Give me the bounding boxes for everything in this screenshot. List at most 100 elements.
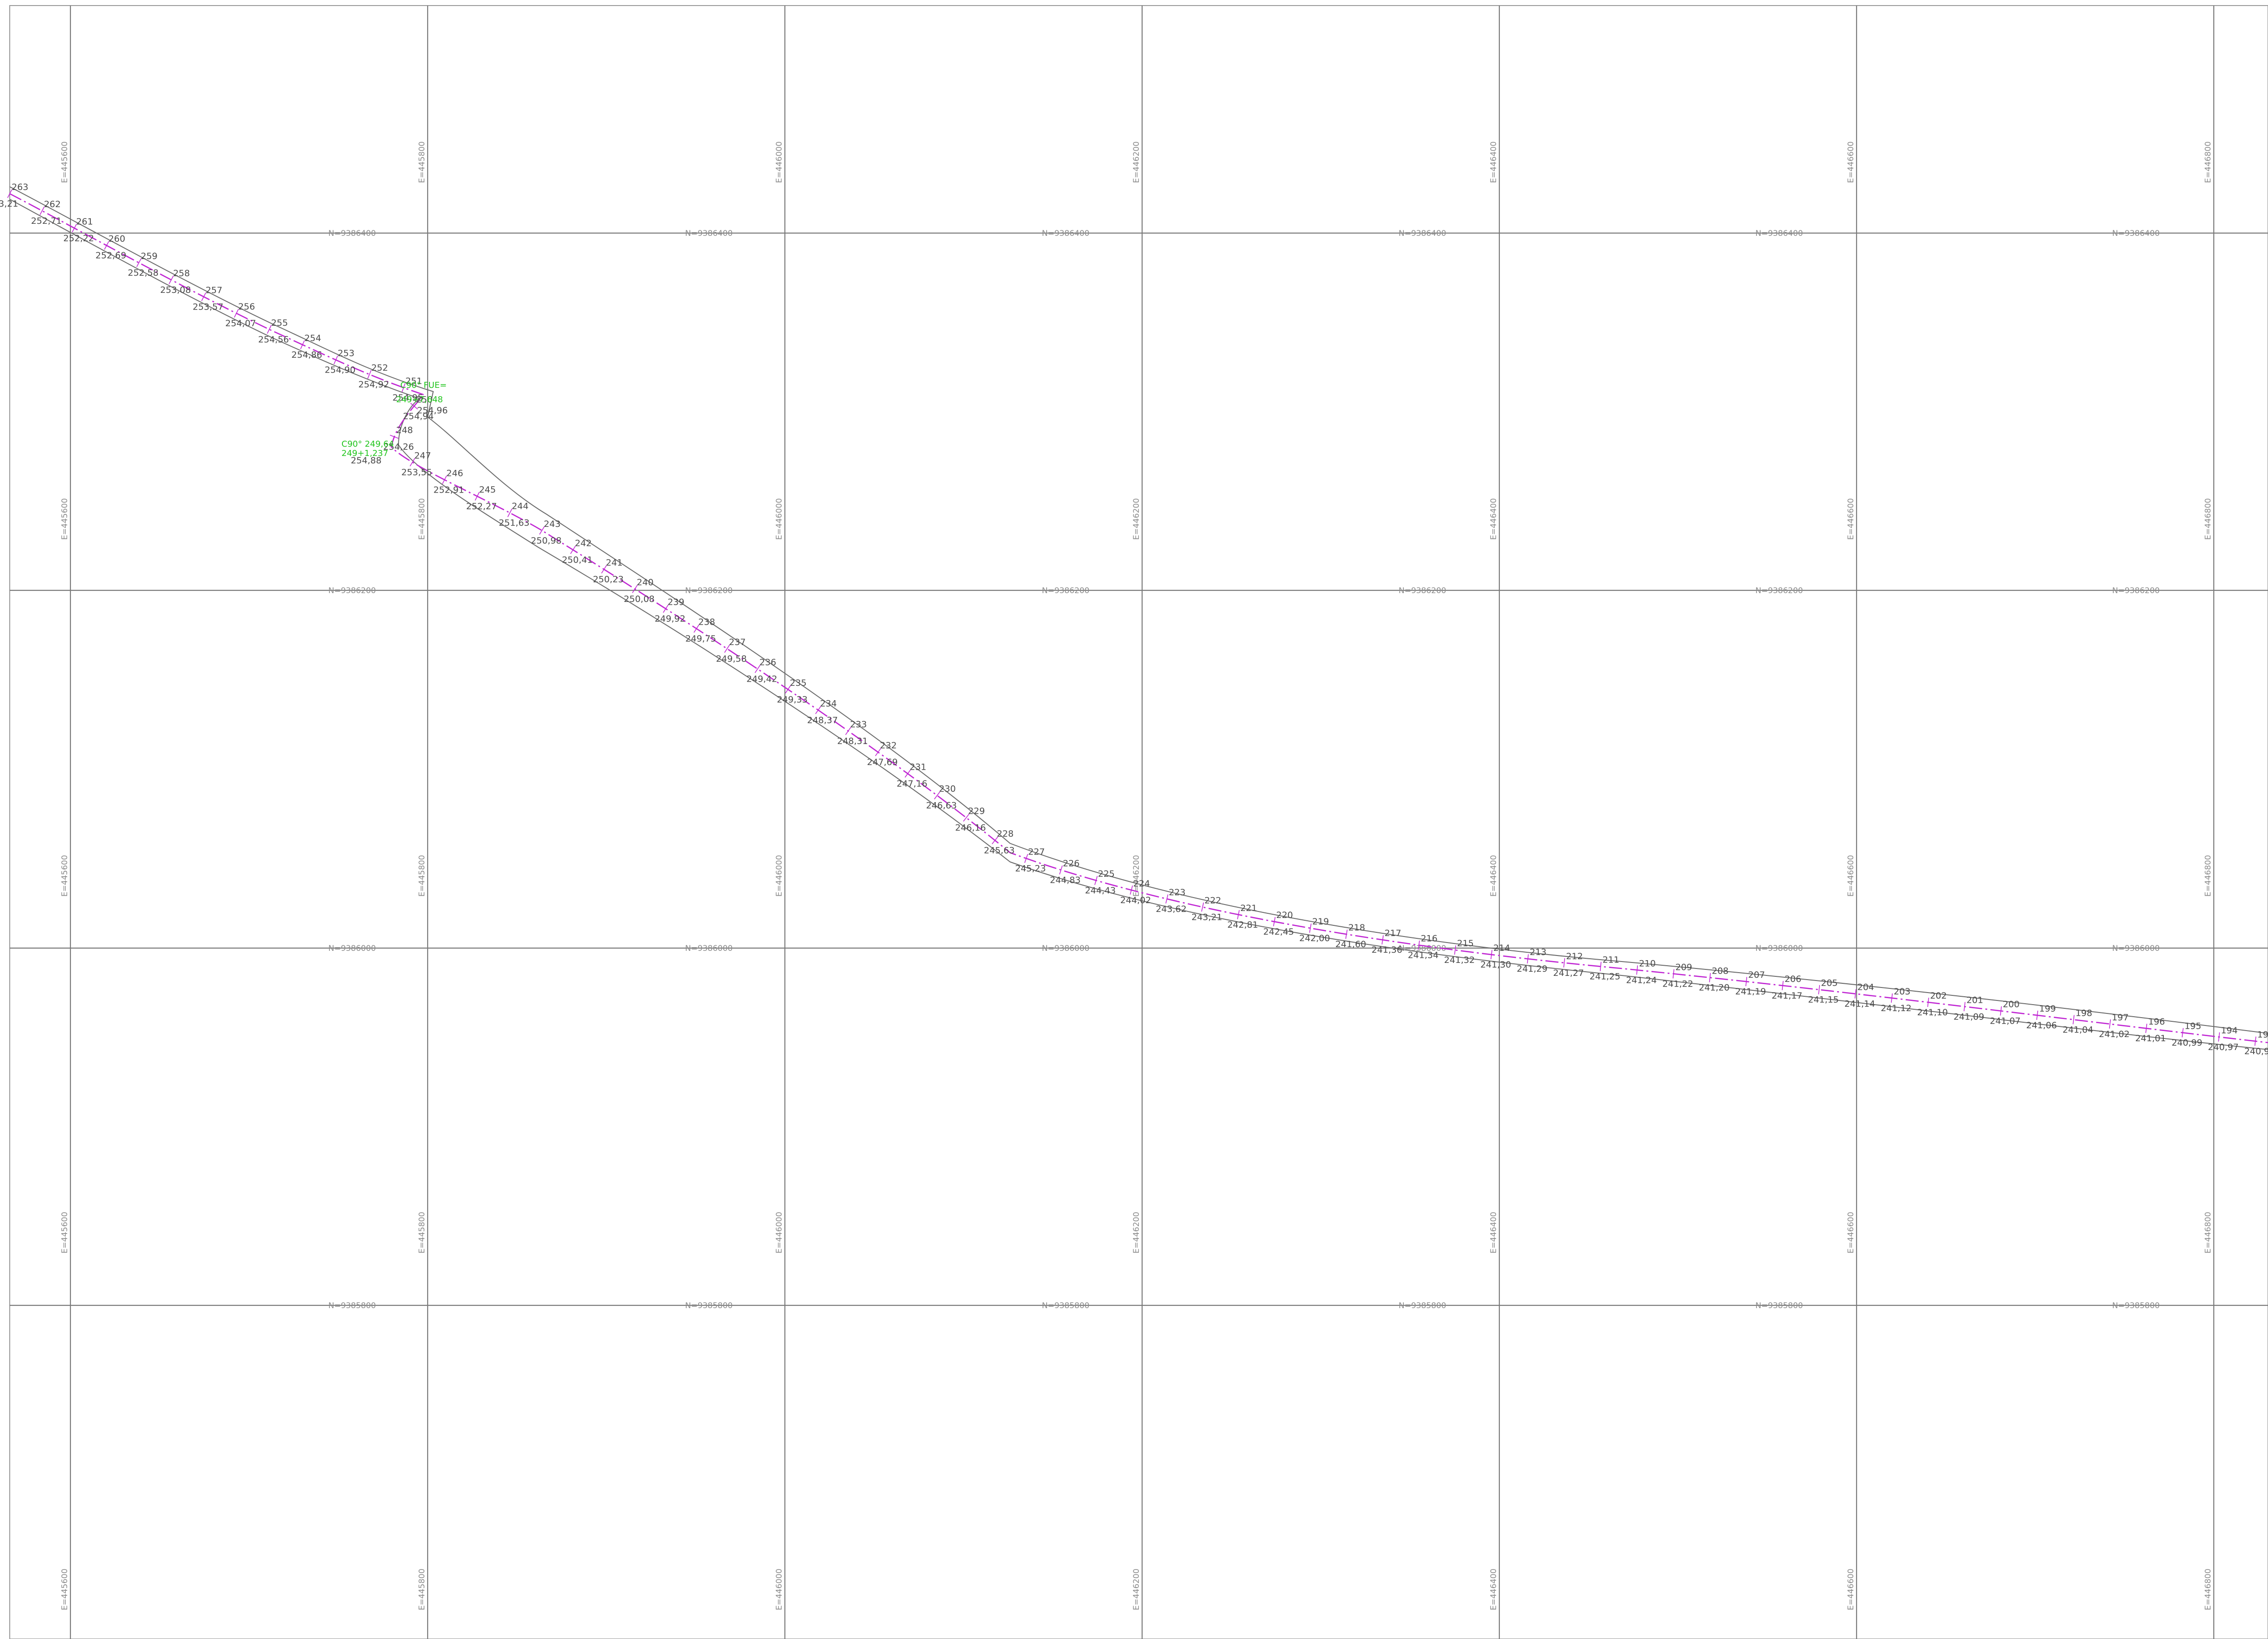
station-elevation: 252,69 <box>95 251 126 261</box>
northing-label: N=9385800 <box>329 1301 376 1310</box>
curve-elevation: 254,96 <box>417 405 448 416</box>
easting-label: E=445600 <box>60 1212 69 1253</box>
station-number: 208 <box>1712 966 1729 976</box>
station-tick <box>1599 962 1602 971</box>
station-elevation: 251,63 <box>499 518 529 528</box>
station-tick <box>390 435 399 439</box>
station-elevation: 243,21 <box>1192 912 1222 922</box>
station-number: 245 <box>479 485 496 495</box>
easting-label: E=446400 <box>1489 141 1498 183</box>
station-number: 228 <box>997 829 1013 839</box>
station-elevation: 250,98 <box>531 536 562 546</box>
station-elevation: 250,23 <box>593 575 624 585</box>
station-tick <box>1201 902 1204 912</box>
station-elevation: 241,19 <box>1735 987 1766 997</box>
station-tick <box>401 383 406 392</box>
station-tick <box>724 645 730 653</box>
road-centerline <box>9 193 2268 1044</box>
station-tick <box>1491 950 1493 960</box>
station-elevation: 248,37 <box>807 715 838 725</box>
station-elevation: 241,10 <box>1917 1007 1948 1018</box>
station-number: 233 <box>850 719 867 729</box>
station-number: 216 <box>1421 934 1437 944</box>
station-tick <box>507 508 512 517</box>
station-tick <box>785 685 791 694</box>
station-elevation: 241,01 <box>2135 1033 2166 1044</box>
station-number: 207 <box>1748 970 1765 980</box>
station-elevation: 244,43 <box>1085 886 1116 896</box>
station-elevation: 250,41 <box>562 555 593 565</box>
easting-label: E=446000 <box>775 141 784 183</box>
station-number: 240 <box>637 577 653 588</box>
station-number: 247 <box>414 451 431 461</box>
station-number: 238 <box>698 617 715 627</box>
station-number: 198 <box>2075 1008 2092 1018</box>
station-elevation: 254,95 <box>392 393 423 403</box>
easting-label: E=446400 <box>1489 498 1498 540</box>
station-elevation: 241,20 <box>1699 983 1730 993</box>
easting-label: E=446200 <box>1132 1212 1141 1253</box>
northing-label: N=9386000 <box>1756 944 1803 953</box>
station-elevation: 249,42 <box>746 674 777 684</box>
station-elevation: 252,27 <box>466 501 497 512</box>
station-tick <box>1964 1002 1966 1012</box>
station-tick <box>442 475 447 484</box>
station-elevation: 241,34 <box>1408 950 1438 961</box>
northing-label: N=9386400 <box>329 229 376 238</box>
station-elevation: 241,04 <box>2062 1025 2093 1035</box>
station-elevation: 253,57 <box>193 302 223 312</box>
station-number: 239 <box>668 597 684 608</box>
station-number: 223 <box>1169 887 1185 898</box>
easting-label: E=445800 <box>417 498 427 540</box>
station-number: 224 <box>1133 879 1150 889</box>
station-tick <box>1927 997 1929 1007</box>
station-elevation: 241,24 <box>1626 975 1656 985</box>
station-elevation: 240,96 <box>2244 1046 2268 1057</box>
station-number: 218 <box>1348 923 1365 933</box>
station-elevation: 254,56 <box>258 335 289 345</box>
station-tick <box>2254 1036 2256 1046</box>
station-number: 201 <box>1966 995 1983 1005</box>
station-tick <box>136 258 142 267</box>
station-tick <box>601 565 607 574</box>
station-number: 257 <box>206 285 222 295</box>
station-tick <box>7 189 13 198</box>
easting-label: E=445800 <box>417 855 427 897</box>
station-number: 248 <box>396 425 413 436</box>
northing-label: N=9385800 <box>2112 1301 2160 1310</box>
station-number: 232 <box>880 740 897 751</box>
station-tick <box>201 292 206 301</box>
station-elevation: 246,63 <box>926 801 957 811</box>
station-elevation: 241,07 <box>1990 1016 2021 1026</box>
station-elevation: 242,45 <box>1263 927 1294 937</box>
station-tick <box>410 458 415 467</box>
station-number: 220 <box>1276 910 1293 920</box>
easting-label: E=446200 <box>1132 498 1141 540</box>
station-tick <box>410 403 418 410</box>
station-number: 250 <box>416 394 433 405</box>
station-elevation: 246,16 <box>955 823 986 833</box>
station-tick <box>815 706 821 715</box>
station-tick <box>1782 981 1784 990</box>
station-elevation: 241,29 <box>1517 964 1548 974</box>
station-elevation: 254,92 <box>358 380 389 390</box>
station-tick <box>234 309 239 318</box>
station-tick <box>1563 958 1565 968</box>
station-tick <box>300 340 305 349</box>
easting-label: E=446000 <box>775 498 784 540</box>
station-number: 252 <box>371 363 388 373</box>
easting-label: E=446400 <box>1489 1569 1498 1610</box>
station-tick <box>2181 1028 2184 1038</box>
station-elevation: 248,31 <box>837 736 868 746</box>
station-number: 211 <box>1603 955 1619 965</box>
station-number: 193 <box>2257 1030 2268 1040</box>
station-tick <box>754 664 761 673</box>
station-number: 209 <box>1675 962 1692 972</box>
station-elevation: 241,25 <box>1590 972 1620 982</box>
station-elevation: 240,97 <box>2208 1042 2238 1052</box>
station-elevation: 254,94 <box>403 411 434 421</box>
easting-label: E=445600 <box>60 855 69 897</box>
station-elevation: 241,27 <box>1553 968 1584 978</box>
